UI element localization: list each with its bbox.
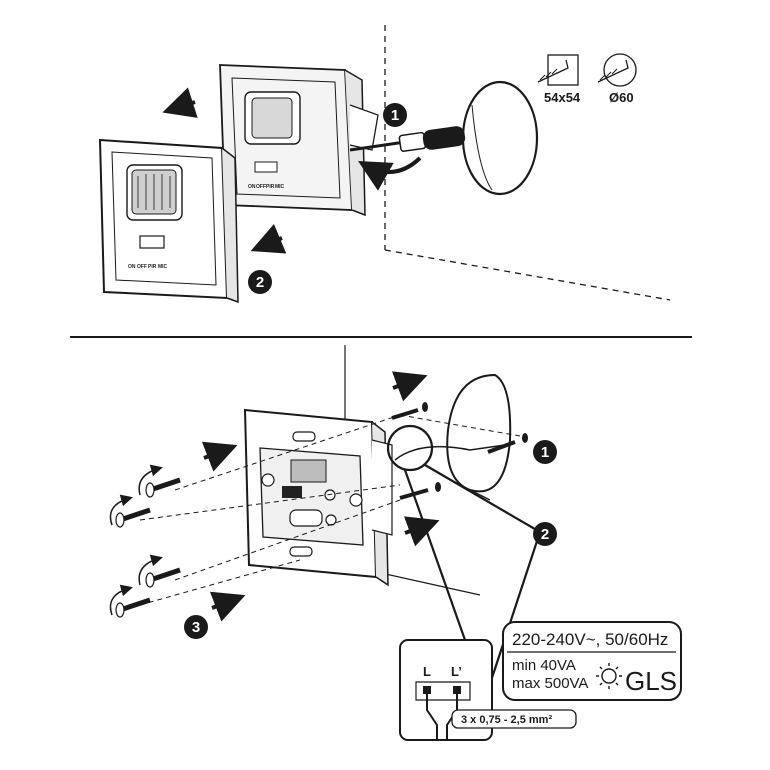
step-badge-1-bottom: 1 bbox=[533, 440, 557, 464]
step-badge-2-top: 2 bbox=[248, 270, 272, 294]
hole-square-icon bbox=[537, 54, 579, 86]
screw-icon bbox=[138, 554, 181, 588]
arrow-icon bbox=[162, 87, 198, 118]
arrow-icon bbox=[391, 371, 428, 402]
bulb-icon bbox=[596, 663, 622, 689]
rear-switch-labels: ON OFF PIR MIC bbox=[248, 184, 285, 190]
top-panel: ON OFF PIR MIC ON OFF PIR MIC bbox=[98, 25, 671, 304]
spec-lamp-type: GLS bbox=[625, 666, 677, 696]
hole-round-label: Ø60 bbox=[609, 90, 634, 105]
front-switch-off: OFF bbox=[137, 264, 147, 270]
hole-square-label: 54x54 bbox=[544, 90, 581, 105]
arrow-icon bbox=[403, 516, 440, 547]
step-badge-1-top-label: 1 bbox=[391, 107, 399, 124]
screw-icon bbox=[138, 464, 181, 498]
step-badge-2-top-label: 2 bbox=[256, 274, 264, 291]
terminal-l-prime-label: L’ bbox=[451, 664, 462, 679]
rear-switch-pir: PIR bbox=[266, 184, 275, 190]
front-switch-labels: ON OFF PIR MIC bbox=[128, 264, 168, 270]
terminal-l-label: L bbox=[423, 664, 431, 679]
rotate-icon bbox=[358, 156, 422, 191]
arrow-icon bbox=[201, 441, 238, 472]
screwdriver-icon bbox=[349, 126, 466, 152]
wall-box-round bbox=[461, 80, 539, 196]
step-badge-1-top: 1 bbox=[383, 103, 407, 127]
wire-size-label: 3 x 0,75 - 2,5 mm² bbox=[461, 714, 552, 726]
spec-box: 220-240V~, 50/60Hz min 40VA max 500VA GL… bbox=[502, 621, 682, 701]
screw-guides bbox=[139, 414, 521, 606]
step-badge-2-bottom-label: 2 bbox=[541, 526, 549, 543]
mounting-plate bbox=[243, 408, 393, 587]
detector-module-front: ON OFF PIR MIC bbox=[98, 138, 239, 304]
zoom-line-2 bbox=[486, 531, 542, 691]
arrow-icon bbox=[250, 224, 287, 254]
wall-edge-floor bbox=[384, 249, 671, 301]
spec-max: max 500VA bbox=[512, 675, 588, 692]
detector-module-rear: ON OFF PIR MIC bbox=[219, 64, 379, 217]
screw-icon bbox=[109, 584, 151, 618]
rear-switch-on: ON bbox=[248, 184, 256, 190]
screw-icon bbox=[109, 494, 151, 528]
zoom-line-3 bbox=[403, 469, 467, 641]
screw-icon bbox=[391, 402, 428, 420]
zoom-line-1 bbox=[424, 464, 541, 533]
zoom-circle bbox=[386, 424, 434, 472]
hole-round-icon bbox=[597, 53, 637, 87]
front-switch-pir: PIR bbox=[148, 264, 157, 270]
rear-switch-off: OFF bbox=[256, 184, 266, 190]
step-badge-3-bottom: 3 bbox=[184, 615, 208, 639]
step-badge-1-bottom-label: 1 bbox=[541, 444, 549, 461]
rear-switch-mic: MIC bbox=[275, 184, 285, 190]
cable bbox=[394, 444, 506, 461]
front-switch-mic: MIC bbox=[158, 264, 168, 270]
step-badge-3-bottom-label: 3 bbox=[192, 619, 200, 636]
bottom-panel: 1 2 3 L L’ 3 x 0,75 - 2,5 mm² 220-240V~ bbox=[109, 345, 682, 741]
arrow-icon bbox=[209, 591, 246, 622]
wall-box-rim bbox=[471, 104, 493, 191]
wire-size-badge: 3 x 0,75 - 2,5 mm² bbox=[451, 709, 577, 729]
step-badge-2-bottom: 2 bbox=[533, 522, 557, 546]
screw-icon bbox=[399, 482, 441, 500]
spec-voltage: 220-240V~, 50/60Hz bbox=[512, 630, 668, 649]
screw-icon bbox=[487, 433, 528, 454]
spec-min: min 40VA bbox=[512, 657, 576, 674]
front-switch-on: ON bbox=[128, 264, 136, 270]
wall-box-round-bottom bbox=[446, 373, 512, 493]
